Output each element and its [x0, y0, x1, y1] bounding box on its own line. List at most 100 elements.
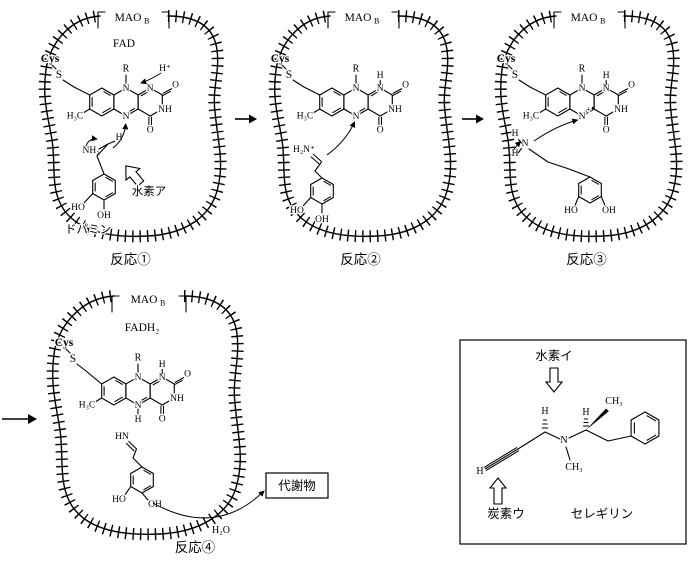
- membrane-outline: [51, 295, 241, 536]
- n-atom: N: [522, 139, 529, 149]
- step-arrow-1: [235, 114, 257, 124]
- maob-bracket: [553, 11, 626, 29]
- hydrogen-i-block-arrow: [544, 367, 564, 393]
- fad-label: FAD: [113, 38, 135, 50]
- hydroxyl-label: OH: [148, 500, 162, 510]
- hydroxyl-label: HO: [290, 206, 304, 216]
- selegiline-panel: 水素イ H H N CH₃ H CH₃ 炭素ウ セレギリン: [459, 339, 687, 545]
- metabolite-box: [265, 472, 329, 499]
- n5-h-atom: H: [135, 415, 142, 425]
- s-ring-bonds: [518, 79, 547, 96]
- carbon-u-block-arrow: [488, 477, 508, 505]
- panel-reaction2: MAO B Cys S H H₂N⁺ HO OH: [268, 10, 457, 243]
- hydroxyl-label: HO: [71, 203, 85, 213]
- dopamine-structure: NH₂ H HO OH: [70, 132, 124, 223]
- dopamine-label: ドパミン: [65, 223, 111, 236]
- cys-label: Cys: [271, 53, 290, 65]
- radical-electron-dot: [591, 106, 595, 110]
- methyl-label: CH₃: [605, 396, 622, 407]
- alkyne-h-atom: H: [476, 466, 483, 477]
- cys-label: Cys: [55, 337, 74, 349]
- reaction-3-label: 反応③: [566, 252, 607, 267]
- cys-s-bond: [65, 348, 71, 354]
- chiral-h-atom: H: [582, 407, 589, 418]
- amine-label: NH₂: [82, 146, 99, 156]
- carbon-u-label: 炭素ウ: [487, 507, 525, 521]
- arrow-head: [476, 114, 484, 124]
- cys-label: Cys: [497, 53, 516, 65]
- maob-subscript: B: [144, 17, 149, 26]
- imine-label: HN: [115, 432, 129, 442]
- membrane-hatch: [268, 10, 457, 243]
- panel-reaction1: N N N NH R O O H₃C MAO B FAD Cys S H⁺ NH…: [38, 10, 227, 243]
- hydrolysis-arrow: [152, 490, 265, 519]
- iminium-intermediate-structure: H₂N⁺ HO OH: [289, 144, 334, 226]
- s-ring-bonds: [292, 79, 321, 96]
- membrane-hatch: [494, 10, 683, 243]
- cys-s-bond: [507, 64, 513, 70]
- hydrogen-a-block-arrow: [125, 165, 145, 187]
- hydroxyl-label: HO: [564, 206, 578, 216]
- amine-radical-structure: N H H HO OH: [510, 128, 617, 218]
- reaction-1-label: 反応①: [110, 252, 151, 267]
- cys-s-bond: [281, 64, 287, 70]
- ch2-h-atom: H: [541, 406, 548, 417]
- n-methyl-label: CH₃: [565, 462, 582, 473]
- h-atom: H: [512, 149, 519, 159]
- maob-bracket: [111, 295, 187, 313]
- maob-label: MAO: [115, 12, 142, 24]
- hydroxyl-label: OH: [602, 206, 616, 216]
- s-ring-bonds: [62, 79, 91, 96]
- s-atom: S: [56, 69, 62, 81]
- membrane-outline: [43, 15, 222, 238]
- hydroxyl-label: OH: [315, 215, 329, 225]
- selegiline-name-label: セレギリン: [571, 507, 634, 521]
- step-arrow-3: [2, 414, 37, 424]
- arrow-head: [249, 114, 257, 124]
- maob-label: MAO: [345, 12, 372, 24]
- alpha-h-atom: H: [116, 133, 123, 143]
- cys-s-bond: [51, 64, 57, 70]
- maob-label: MAO: [571, 12, 598, 24]
- mechanism-arrow: [533, 118, 579, 142]
- fadh2-label: FADH₂: [125, 322, 159, 334]
- mechanism-arrow-proton: [140, 72, 162, 85]
- maob-subscript: B: [374, 17, 379, 26]
- water-label: H₂O: [212, 525, 230, 536]
- h-atom: H: [512, 129, 519, 139]
- wedge-bond: [586, 408, 609, 430]
- s-atom: S: [70, 353, 76, 365]
- s-atom: S: [286, 69, 292, 81]
- metabolite-label: 代謝物: [278, 478, 316, 493]
- iminium-label: H₂N⁺: [293, 145, 315, 155]
- hydrogen-a-label: 水素ア: [132, 185, 167, 198]
- selegiline-structure: H H N CH₃ H CH₃: [475, 395, 660, 478]
- panel-reaction3: MAO B Cys S H + N H H HO OH: [494, 10, 683, 243]
- mechanism-arrow-ch: [112, 123, 129, 149]
- maob-subscript: B: [600, 17, 605, 26]
- hydroxyl-label: HO: [112, 495, 126, 505]
- membrane-outline: [499, 15, 678, 238]
- step-arrow-2: [462, 114, 484, 124]
- arrow-head: [28, 414, 37, 424]
- hydroxyl-label: OH: [97, 211, 111, 221]
- panel-reaction4: MAO B FADH₂ Cys S H H HN HO OH H₂O 代謝物 反…: [46, 290, 329, 556]
- s-atom: S: [512, 69, 518, 81]
- reaction-2-label: 反応②: [340, 252, 381, 267]
- membrane-outline: [273, 15, 452, 238]
- n1-h-atom: H: [159, 360, 166, 370]
- mechanism-arrow: [326, 121, 356, 156]
- benzene-ring: [630, 411, 660, 445]
- imine-product-structure: HN HO OH: [111, 431, 163, 512]
- maob-bracket: [327, 11, 400, 29]
- s-ring-bonds: [76, 363, 103, 385]
- maob-bracket: [97, 11, 170, 29]
- mechanism-arrow-lonepair: [85, 135, 98, 147]
- maob-subscript: B: [160, 299, 165, 308]
- radical-cation-charge: +: [586, 105, 591, 114]
- proton-label: H⁺: [159, 64, 171, 74]
- cys-label: Cys: [41, 53, 60, 65]
- maob-label: MAO: [131, 294, 158, 306]
- reaction-4-label: 反応④: [175, 540, 216, 555]
